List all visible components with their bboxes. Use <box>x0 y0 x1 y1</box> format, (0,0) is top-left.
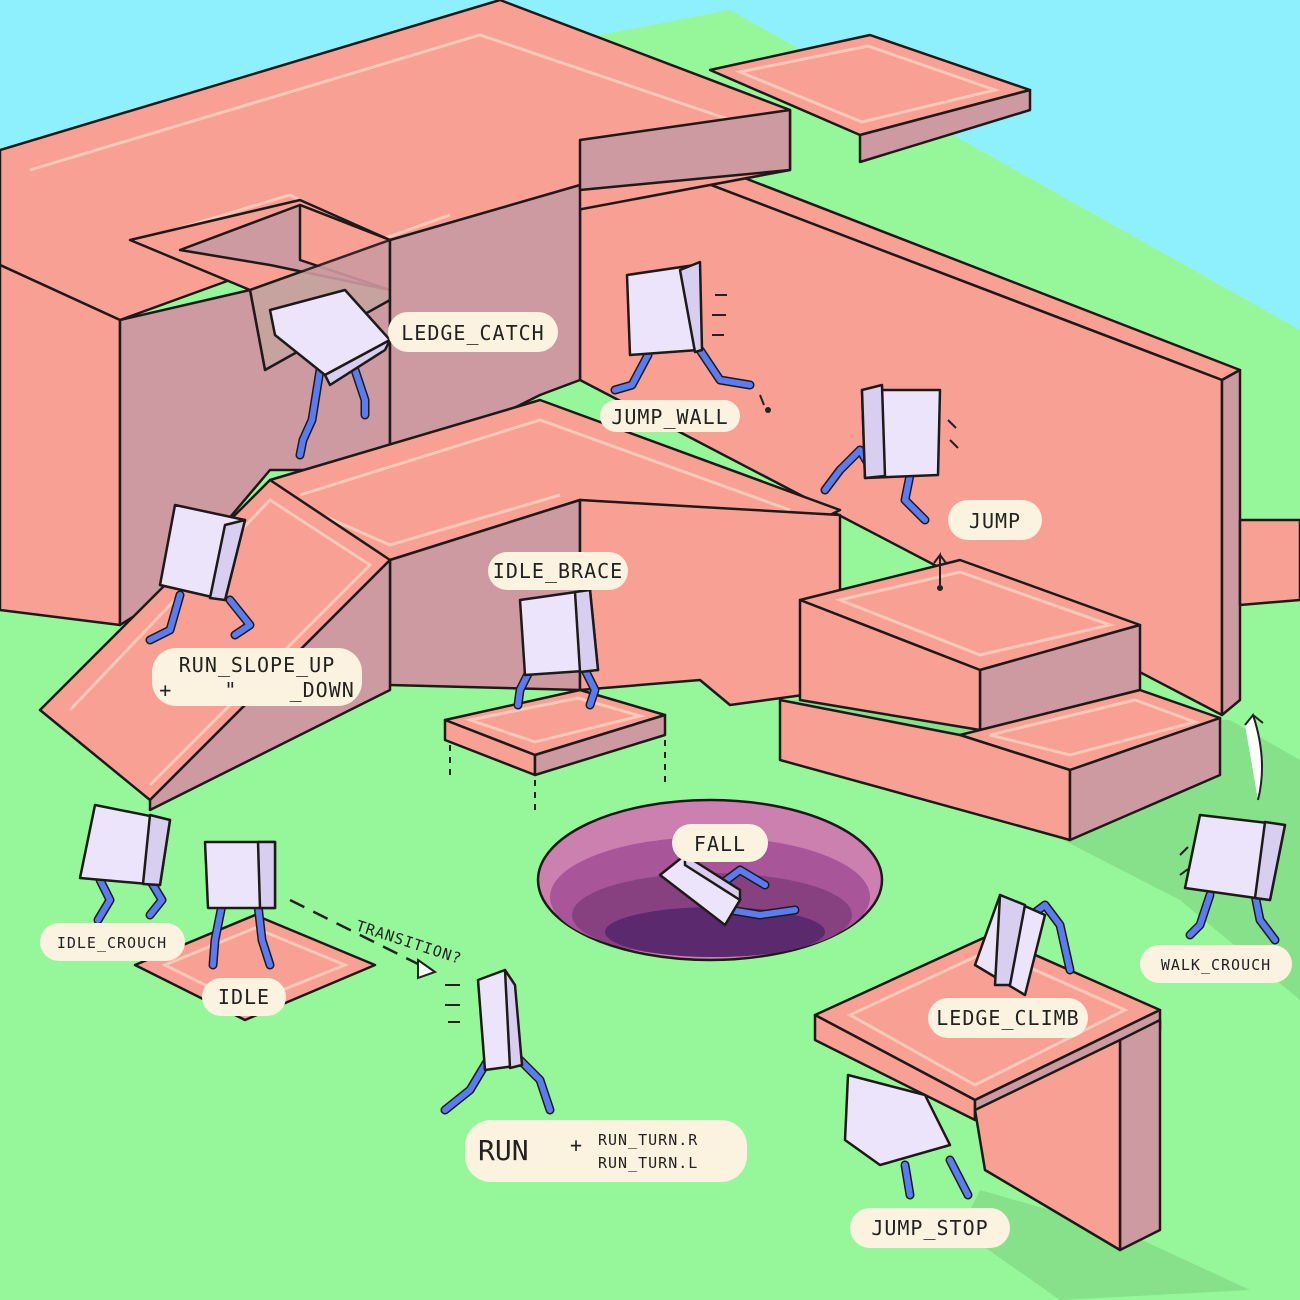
label-run-turn-l: RUN_TURN.L <box>598 1154 698 1172</box>
brace-pedestal <box>443 688 667 815</box>
label-ledge-catch-text: LEDGE_CATCH <box>401 321 544 345</box>
character-jump-stop <box>843 1073 973 1200</box>
label-ledge-climb: LEDGE_CLIMB <box>928 998 1088 1038</box>
label-walk-crouch: WALK_CROUCH <box>1140 945 1292 983</box>
character-run <box>440 968 555 1115</box>
label-jump-stop-text: JUMP_STOP <box>871 1216 988 1240</box>
label-idle: IDLE <box>202 978 286 1016</box>
character-idle-crouch <box>78 803 172 925</box>
label-idle-brace: IDLE_BRACE <box>488 552 628 590</box>
character-fall <box>658 853 800 927</box>
character-ledge-catch <box>268 288 392 460</box>
character-idle-brace <box>513 588 600 710</box>
label-jump-wall: JUMP_WALL <box>600 400 740 432</box>
left-upper-block <box>0 0 792 627</box>
character-idle <box>203 840 277 970</box>
label-walk-crouch-text: WALK_CROUCH <box>1161 956 1271 974</box>
label-run-text: RUN <box>478 1134 529 1167</box>
label-idle-brace-text: IDLE_BRACE <box>493 559 623 583</box>
label-fall-text: FALL <box>694 832 746 856</box>
label-fall: FALL <box>672 824 768 862</box>
label-idle-crouch-text: IDLE_CROUCH <box>57 934 167 952</box>
label-ledge-catch: LEDGE_CATCH <box>388 312 558 352</box>
label-jump-stop: JUMP_STOP <box>850 1208 1010 1248</box>
label-jump: JUMP <box>948 500 1042 540</box>
label-ledge-climb-text: LEDGE_CLIMB <box>936 1006 1079 1030</box>
label-run-slope: RUN_SLOPE_UP + " _DOWN <box>152 648 362 706</box>
label-idle-crouch: IDLE_CROUCH <box>40 923 185 961</box>
character-run-slope <box>145 503 255 645</box>
label-idle-text: IDLE <box>218 985 270 1009</box>
floating-platform <box>708 33 1032 164</box>
shadow-ledge-block <box>960 1190 1250 1300</box>
transition-arrow <box>289 898 438 980</box>
character-jump <box>820 383 959 591</box>
label-jump-wall-text: JUMP_WALL <box>611 405 728 429</box>
right-steps <box>778 558 1222 842</box>
character-ledge-climb <box>973 893 1075 997</box>
character-walk-crouch <box>1179 712 1287 945</box>
label-run-slope-line2: + " _DOWN <box>159 678 355 702</box>
character-jump-wall <box>610 260 771 413</box>
label-run-slope-line1: RUN_SLOPE_UP <box>179 653 336 677</box>
label-run-plus: + <box>570 1133 583 1157</box>
label-run: RUN + RUN_TURN.R RUN_TURN.L <box>465 1120 747 1182</box>
label-run-turn-r: RUN_TURN.R <box>598 1131 698 1149</box>
label-jump-text: JUMP <box>969 509 1021 533</box>
